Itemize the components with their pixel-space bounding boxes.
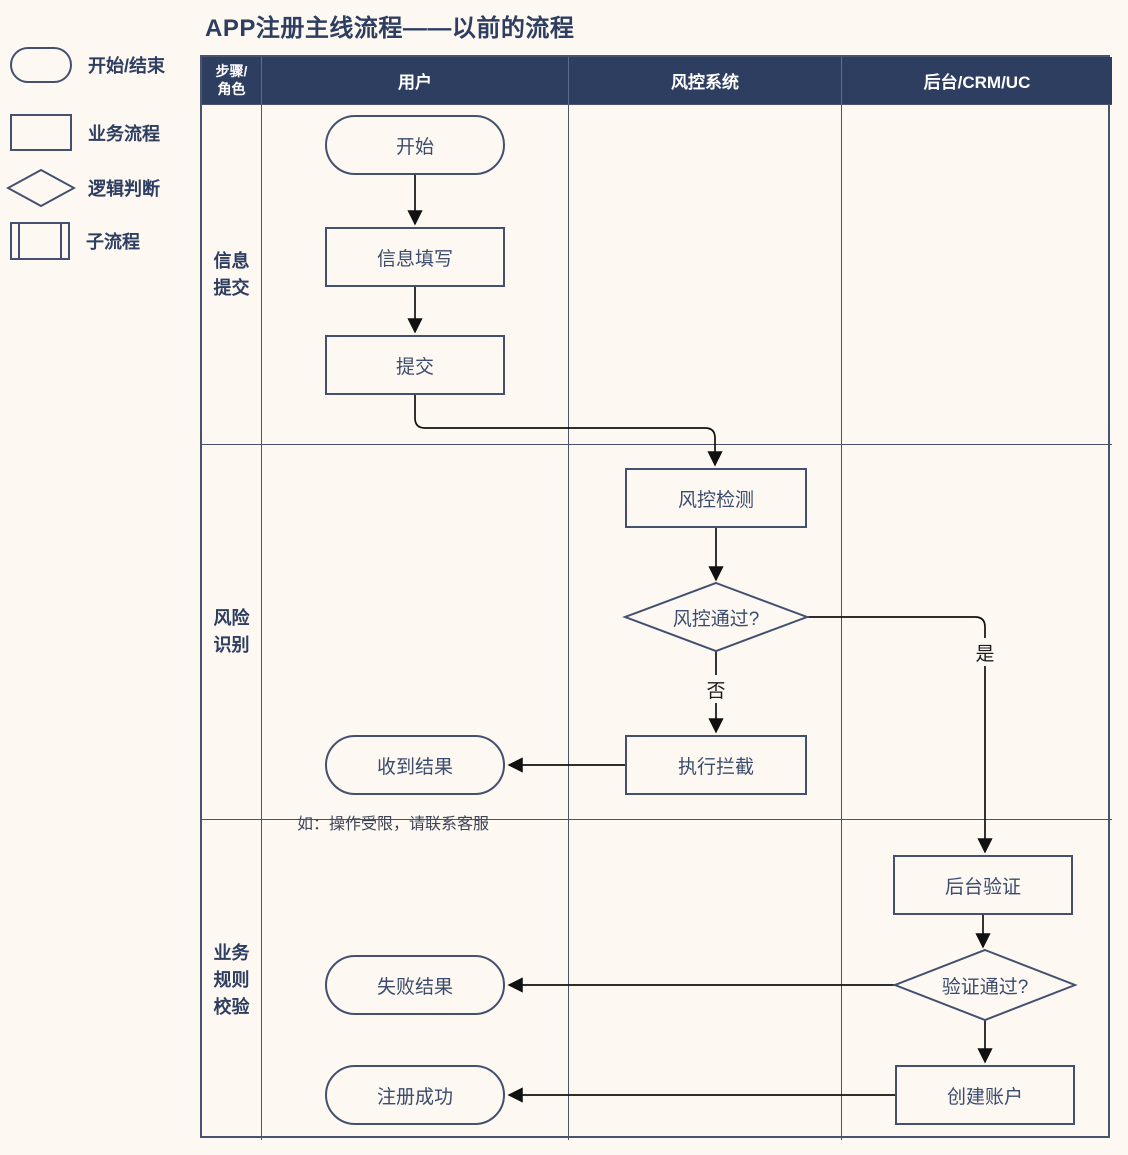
node-submit: 提交 [325,335,505,395]
row-label-risk-identify: 风险 识别 [202,445,262,820]
swimlane-table: 步骤/ 角色 用户 风控系统 后台/CRM/UC 信息 提交 风险 识别 业务 … [200,55,1112,1140]
row-label-business-rules: 业务 规则 校验 [202,820,262,1140]
lane-cell [262,445,569,820]
node-risk-check: 风控检测 [625,468,807,528]
node-verify-pass-label: 验证通过? [941,976,1029,998]
node-receive-result: 收到结果 [325,735,505,795]
decision-shape-icon [6,168,76,208]
page-title: APP注册主线流程——以前的流程 [205,15,575,42]
legend-item-start-end: 开始/结束 [10,47,165,83]
legend-label: 子流程 [86,232,140,252]
legend-label: 业务流程 [88,123,160,144]
lane-cell [569,820,842,1140]
node-intercept: 执行拦截 [625,735,807,795]
edge-riskpass-yes-to-backend [807,616,993,854]
decision-risk-pass [622,581,810,653]
row-label-info-submit: 信息 提交 [202,105,262,445]
header-lane-backend: 后台/CRM/UC [842,57,1112,105]
lane-cell [262,105,569,445]
process-shape-icon [10,114,72,151]
note-restricted-contact-support: 如：操作受限，请联系客服 [297,816,490,833]
edge-submit-to-riskcheck [414,395,723,467]
node-risk-pass-label: 风控通过? [672,608,760,630]
lane-cell [842,105,1112,445]
legend-item-subprocess: 子流程 [10,222,140,260]
node-create-account: 创建账户 [895,1065,1075,1125]
legend-label: 开始/结束 [88,56,166,76]
start-end-shape-icon [10,47,72,83]
node-failure-result: 失败结果 [325,955,505,1015]
decision-verify-pass [892,948,1078,1022]
header-lane-user: 用户 [262,57,569,105]
header-lane-risk-system: 风控系统 [569,57,842,105]
lane-cell [569,105,842,445]
lane-cell [842,445,1112,820]
node-register-success: 注册成功 [325,1065,505,1125]
node-fill-info: 信息填写 [325,227,505,287]
legend-label: 逻辑判断 [88,179,160,199]
subprocess-shape-icon [10,222,70,260]
lane-cell [569,445,842,820]
lane-cell [262,820,569,1140]
legend-item-decision: 逻辑判断 [6,168,160,208]
node-backend-verify: 后台验证 [893,855,1073,915]
node-start: 开始 [325,115,505,175]
edge-label-no: 否 [700,675,732,703]
header-steps-roles: 步骤/ 角色 [202,57,262,105]
legend-item-process: 业务流程 [10,114,160,151]
edge-label-yes: 是 [971,638,999,666]
